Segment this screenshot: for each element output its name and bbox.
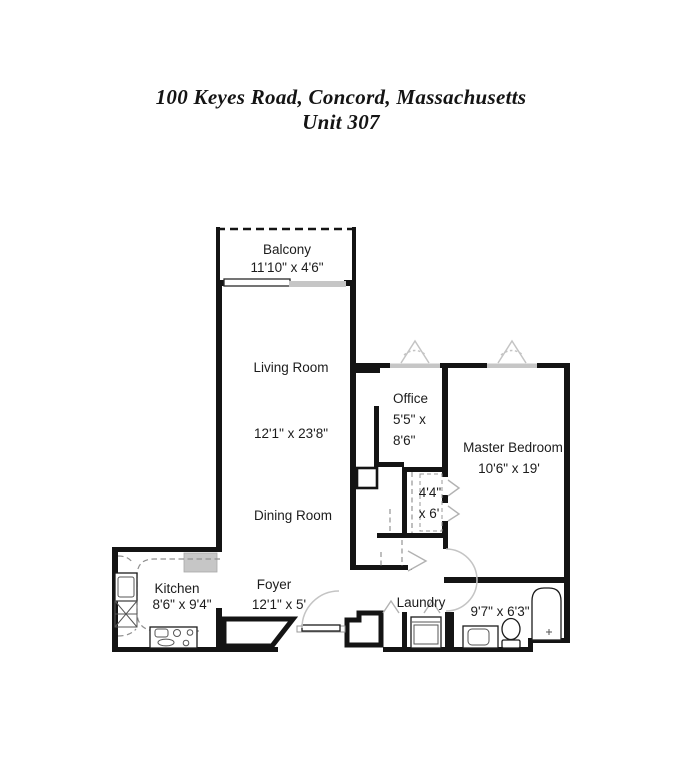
foyer-label: Foyer [257,577,292,592]
closet-dims-line1: 4'4" [419,485,442,500]
closet-shelf-dashes [380,472,443,567]
toilet-icon [501,617,521,649]
living-room-dims: 12'1" x 23'8" [254,426,328,441]
balcony-dims: 11'10" x 4'6" [250,260,323,275]
balcony-outline [216,227,356,284]
refrigerator-icon [183,552,218,573]
master-bedroom-label: Master Bedroom [463,440,563,455]
entry-wall-block [344,610,384,648]
page-subtitle: Unit 307 [302,110,381,134]
sliding-door-icon [216,278,356,287]
stove-icon [149,626,198,649]
bathroom-dims: 9'7" x 6'3" [470,604,529,619]
office-dims-line2: 8'6" [393,433,416,448]
closet-dims-line2: x 6' [419,506,440,521]
window-casement-icon [390,339,537,368]
kitchen-dims: 8'6" x 9'4" [152,597,211,612]
entry-door-swing-icon [296,590,346,633]
bathtub-icon [531,587,562,641]
foyer-diagonal-wall [221,616,299,649]
bifold-door-icon [382,479,461,614]
office-label: Office [393,391,428,406]
interior-walls [350,280,570,652]
laundry-label: Laundry [397,595,446,610]
kitchen-fixtures [114,552,220,649]
foyer-dims: 12'1" x 5' [252,597,306,612]
pantry-x-icon [114,600,138,628]
master-bedroom-dims: 10'6" x 19' [478,461,540,476]
kitchen-sink-icon [114,572,138,602]
bedroom-door-swing-icon [445,548,478,612]
office-dims-line1: 5'5" x [393,412,426,427]
balcony-label: Balcony [263,242,311,257]
vanity-sink-icon [462,625,499,649]
dining-room-label: Dining Room [254,508,332,523]
kitchen-label: Kitchen [154,581,199,596]
washer-icon [410,616,442,649]
page-title: 100 Keyes Road, Concord, Massachusetts [156,85,527,109]
living-room-label: Living Room [253,360,328,375]
